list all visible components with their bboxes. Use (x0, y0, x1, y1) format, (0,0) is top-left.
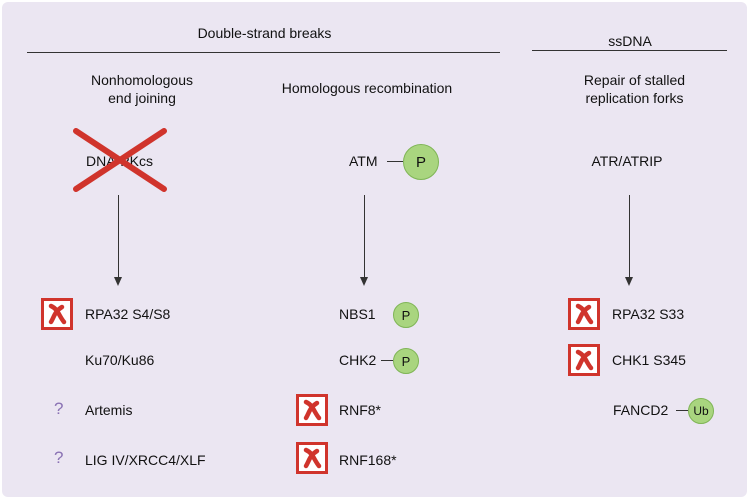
arrow-hr-shaft (364, 195, 365, 278)
header-double-strand-breaks: Double-strand breaks (197, 25, 332, 41)
arrow-fork-shaft (629, 195, 630, 278)
nbs1-label: NBS1 (339, 306, 376, 322)
arrow-hr-head (360, 277, 368, 286)
atr-atrip-label: ATR/ATRIP (591, 153, 663, 169)
nhej-title-line2: end joining (108, 90, 176, 106)
chk2-phospho-circle: P (393, 348, 419, 374)
fancd2-ubiquitin-circle: Ub (688, 398, 714, 424)
rpa32-s33-label: RPA32 S33 (612, 306, 685, 322)
header-underline-dsb (27, 52, 500, 53)
header-ssdna: ssDNA (608, 33, 652, 49)
lig4-xrcc4-xlf-label: LIG IV/XRCC4/XLF (85, 452, 206, 468)
atm-label: ATM (349, 153, 378, 169)
inhibition-icon (296, 442, 328, 474)
nbs1-phospho-label: P (401, 307, 411, 323)
arrow-nhej-shaft (118, 195, 119, 278)
rnf8-label: RNF8* (339, 402, 382, 418)
unknown-marker-lig4: ? (54, 448, 64, 467)
fancd2-label: FANCD2 (613, 402, 669, 418)
fork-title-line2: replication forks (585, 90, 684, 106)
chk2-phospho-bond (381, 360, 393, 361)
unknown-marker-artemis: ? (54, 399, 64, 418)
inhibition-icon (41, 298, 73, 330)
fancd2-ub-bond (676, 410, 688, 411)
arrow-fork-head (625, 277, 633, 286)
fancd2-ub-label: Ub (693, 404, 709, 418)
ku70-ku86-label: Ku70/Ku86 (85, 352, 155, 368)
inhibition-icon (568, 298, 600, 330)
nbs1-phospho-circle: P (393, 302, 419, 328)
artemis-label: Artemis (85, 402, 133, 418)
nhej-title-line1: Nonhomologous (91, 72, 193, 88)
rpa32-s4-s8-label: RPA32 S4/S8 (85, 306, 171, 322)
header-underline-ssdna (532, 50, 727, 51)
large-red-x-icon (73, 128, 167, 192)
hr-title: Homologous recombination (281, 80, 453, 96)
atm-phospho-label: P (415, 153, 426, 171)
inhibition-icon (568, 344, 600, 376)
chk1-s345-label: CHK1 S345 (612, 352, 686, 368)
atm-phospho-circle: P (403, 144, 439, 180)
chk2-label: CHK2 (339, 352, 377, 368)
atm-phospho-bond (387, 161, 403, 162)
inhibition-icon (296, 394, 328, 426)
chk2-phospho-label: P (401, 353, 411, 369)
rnf168-label: RNF168* (339, 452, 397, 468)
arrow-nhej-head (114, 277, 122, 286)
fork-title-line1: Repair of stalled (583, 72, 686, 88)
